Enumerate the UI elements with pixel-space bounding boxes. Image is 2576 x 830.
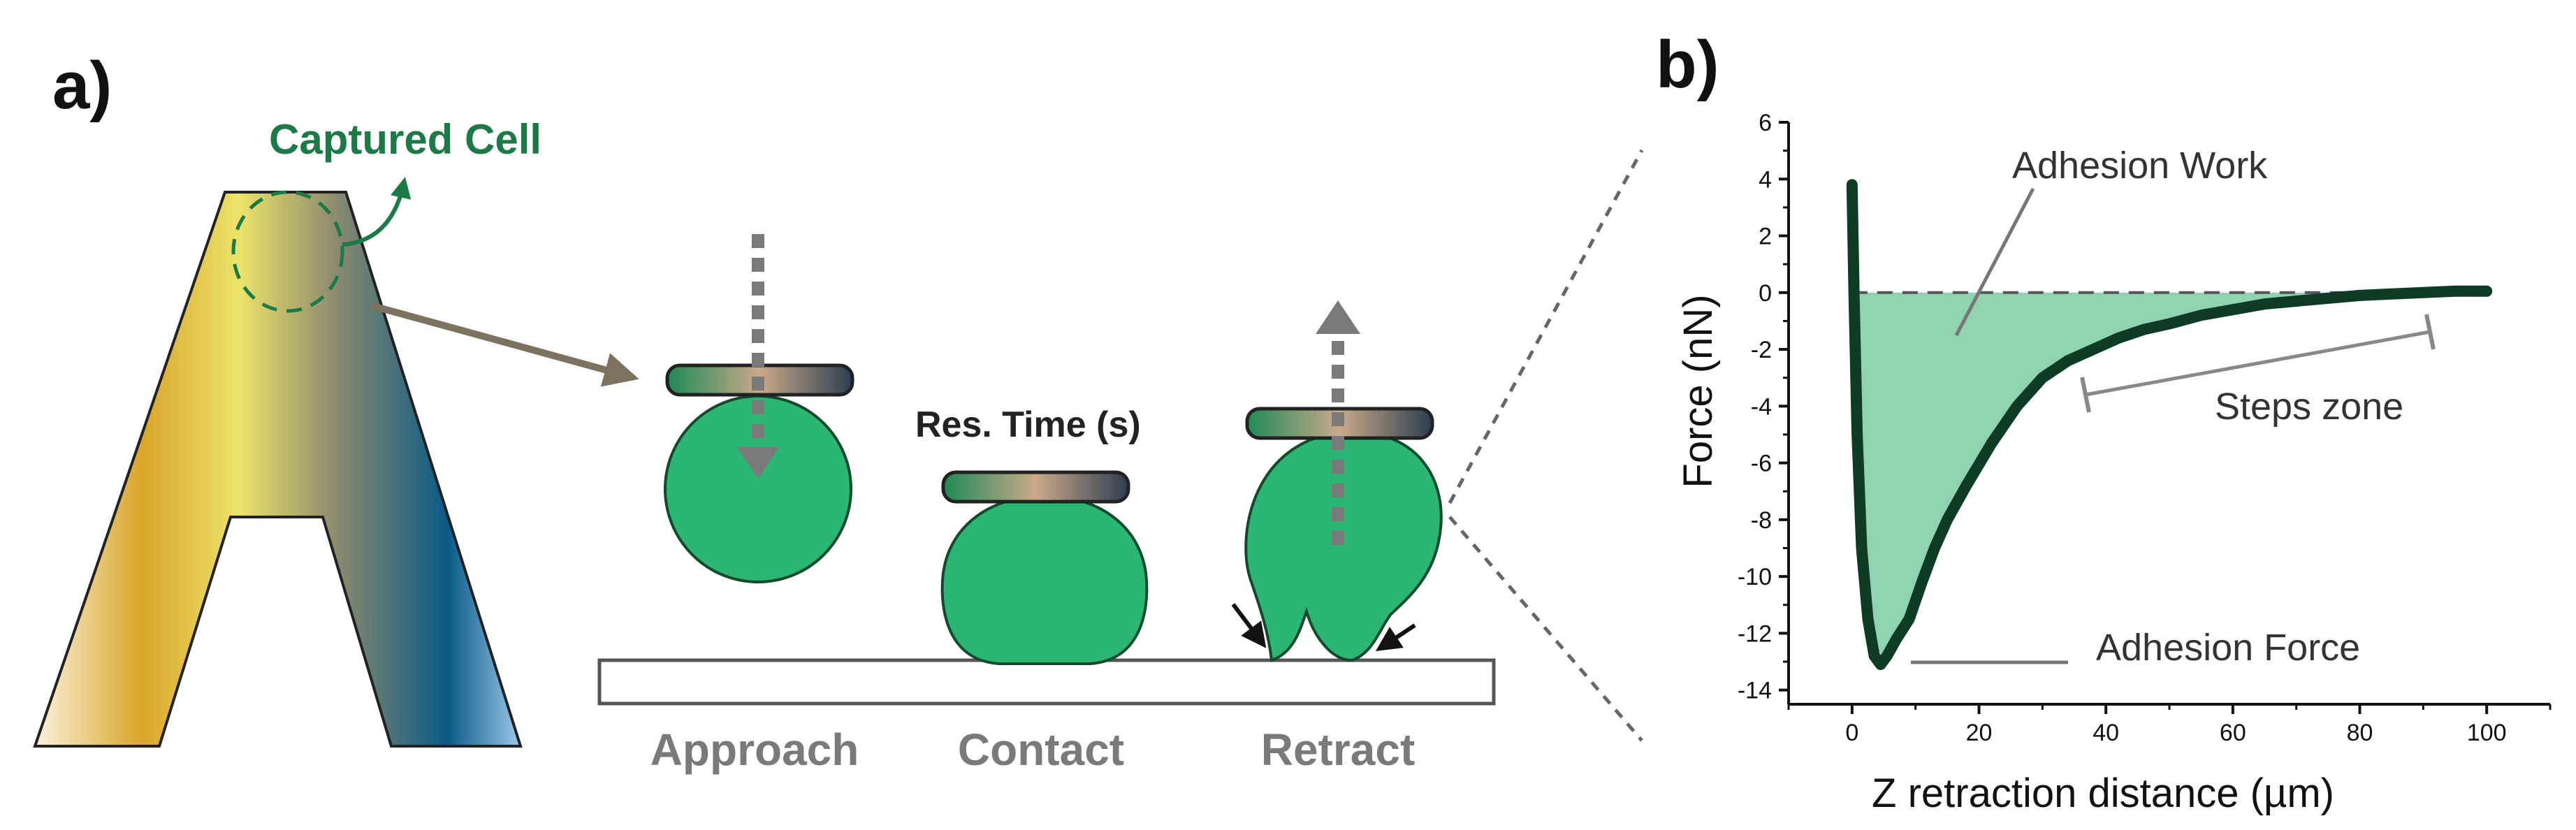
y-tick-label: 2 [1759, 224, 1772, 250]
y-tick-label: 0 [1759, 280, 1772, 307]
substrate [597, 658, 1496, 706]
y-tick-label: 6 [1759, 110, 1772, 136]
captured-cell-label: Captured Cell [269, 116, 541, 163]
y-axis-title: Force (nN) [1675, 294, 1721, 488]
x-tick-label: 0 [1845, 720, 1858, 746]
y-tick-label: -14 [1738, 678, 1772, 704]
approach-arrowhead [737, 447, 779, 479]
panel-a-label: a) [52, 48, 112, 123]
y-tick-label: -10 [1738, 564, 1772, 590]
captured-cell-arrow [342, 177, 412, 247]
x-tick-label: 100 [2467, 720, 2507, 746]
residence-time-label: Res. Time (s) [915, 405, 1141, 445]
contact-stage: Res. Time (s) [915, 405, 1149, 665]
stage-label-contact: Contact [958, 725, 1124, 775]
zoom-arrow [369, 302, 639, 387]
contact-cantilever-bar [941, 470, 1130, 504]
y-tick-label: -6 [1751, 451, 1772, 477]
adhesion-work-label: Adhesion Work [2012, 145, 2268, 187]
y-tick-label: 4 [1759, 166, 1772, 193]
zoom-guide-top [1448, 149, 1644, 504]
stage-label-approach: Approach [650, 725, 859, 775]
adhesion-force-label: Adhesion Force [2096, 627, 2360, 669]
approach-cell [664, 395, 852, 583]
y-tick-label: -8 [1751, 507, 1772, 534]
approach-stage [664, 234, 854, 583]
stage-label-retract: Retract [1261, 725, 1416, 775]
tether-arrow-right [1375, 623, 1416, 651]
cantilever [33, 191, 523, 748]
tether-arrow-left [1231, 603, 1267, 648]
retract-cell [1244, 430, 1443, 662]
zoom-guide-bottom [1448, 516, 1643, 742]
adhesion-work-area [1854, 292, 2487, 665]
retract-stage [1231, 300, 1443, 662]
y-tick-label: -12 [1738, 620, 1772, 647]
steps-zone-bracket [2080, 314, 2436, 413]
x-tick-label: 20 [1966, 720, 1993, 746]
captured-cell-outline [231, 190, 344, 313]
contact-cell [940, 494, 1149, 665]
y-tick-label: -2 [1751, 337, 1772, 363]
x-axis-title: Z retraction distance (µm) [1872, 771, 2334, 816]
x-tick-label: 40 [2093, 720, 2119, 746]
retract-arrowhead [1316, 300, 1360, 334]
y-tick-label: -4 [1751, 393, 1772, 420]
x-tick-label: 80 [2347, 720, 2373, 746]
force-curve [1846, 179, 2493, 671]
x-tick-label: 60 [2220, 720, 2246, 746]
adhesion-work-pointer [1954, 187, 2035, 337]
steps-zone-label: Steps zone [2215, 386, 2403, 428]
panel-b-label: b) [1656, 27, 1719, 102]
